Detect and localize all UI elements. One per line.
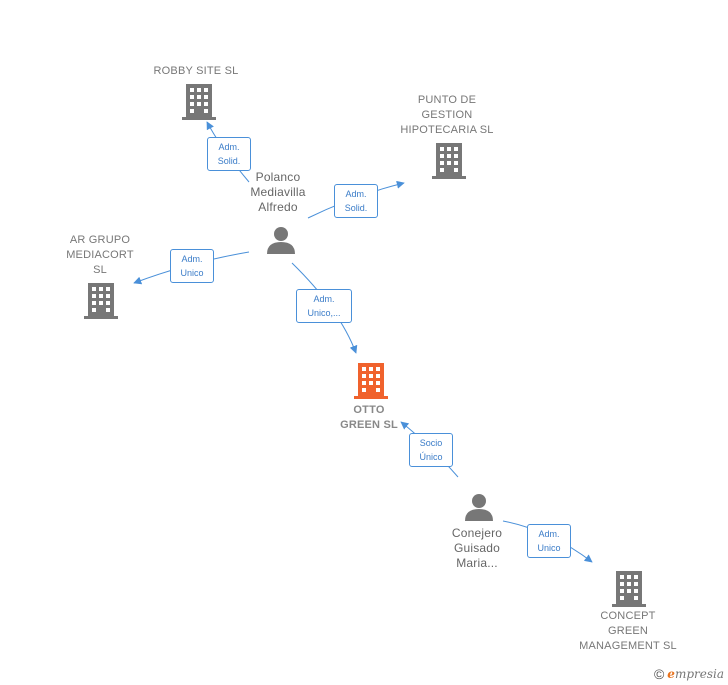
edge-label-polanco-robby[interactable]: Adm. Solid. — [207, 137, 251, 171]
company-label-ar-grupo-mediacort[interactable]: AR GRUPO MEDIACORT SL — [66, 234, 134, 276]
edge-label-polanco-punto[interactable]: Adm. Solid. — [334, 184, 378, 218]
company-label-otto-green[interactable]: OTTO GREEN SL — [340, 404, 398, 431]
person-label-conejero[interactable]: Conejero Guisado Maria... — [451, 526, 503, 570]
edge-label-polanco-otto[interactable]: Adm. Unico,... — [296, 289, 352, 323]
person-icon[interactable] — [266, 226, 296, 254]
person-icon[interactable] — [464, 493, 494, 521]
person-label-polanco[interactable]: Polanco Mediavilla Alfredo — [250, 170, 306, 214]
building-icon[interactable] — [84, 283, 118, 319]
building-icon[interactable] — [182, 84, 216, 120]
company-label-punto-de-gestion[interactable]: PUNTO DE GESTION HIPOTECARIA SL — [400, 94, 494, 136]
building-icon[interactable] — [612, 571, 646, 607]
building-icon-main[interactable] — [354, 363, 388, 399]
edge-label-polanco-ar[interactable]: Adm. Unico — [170, 249, 214, 283]
company-label-robby-site[interactable]: ROBBY SITE SL — [153, 65, 239, 77]
brand-logo: empresia — [667, 667, 724, 681]
edge-label-conejero-concept[interactable]: Adm. Unico — [527, 524, 571, 558]
edge-label-conejero-otto[interactable]: Socio Único — [409, 433, 453, 467]
company-label-concept-green[interactable]: CONCEPT GREEN MANAGEMENT SL — [579, 610, 677, 652]
footer-brand: © empresia — [654, 666, 724, 682]
copyright-icon: © — [653, 666, 665, 682]
building-icon[interactable] — [432, 143, 466, 179]
